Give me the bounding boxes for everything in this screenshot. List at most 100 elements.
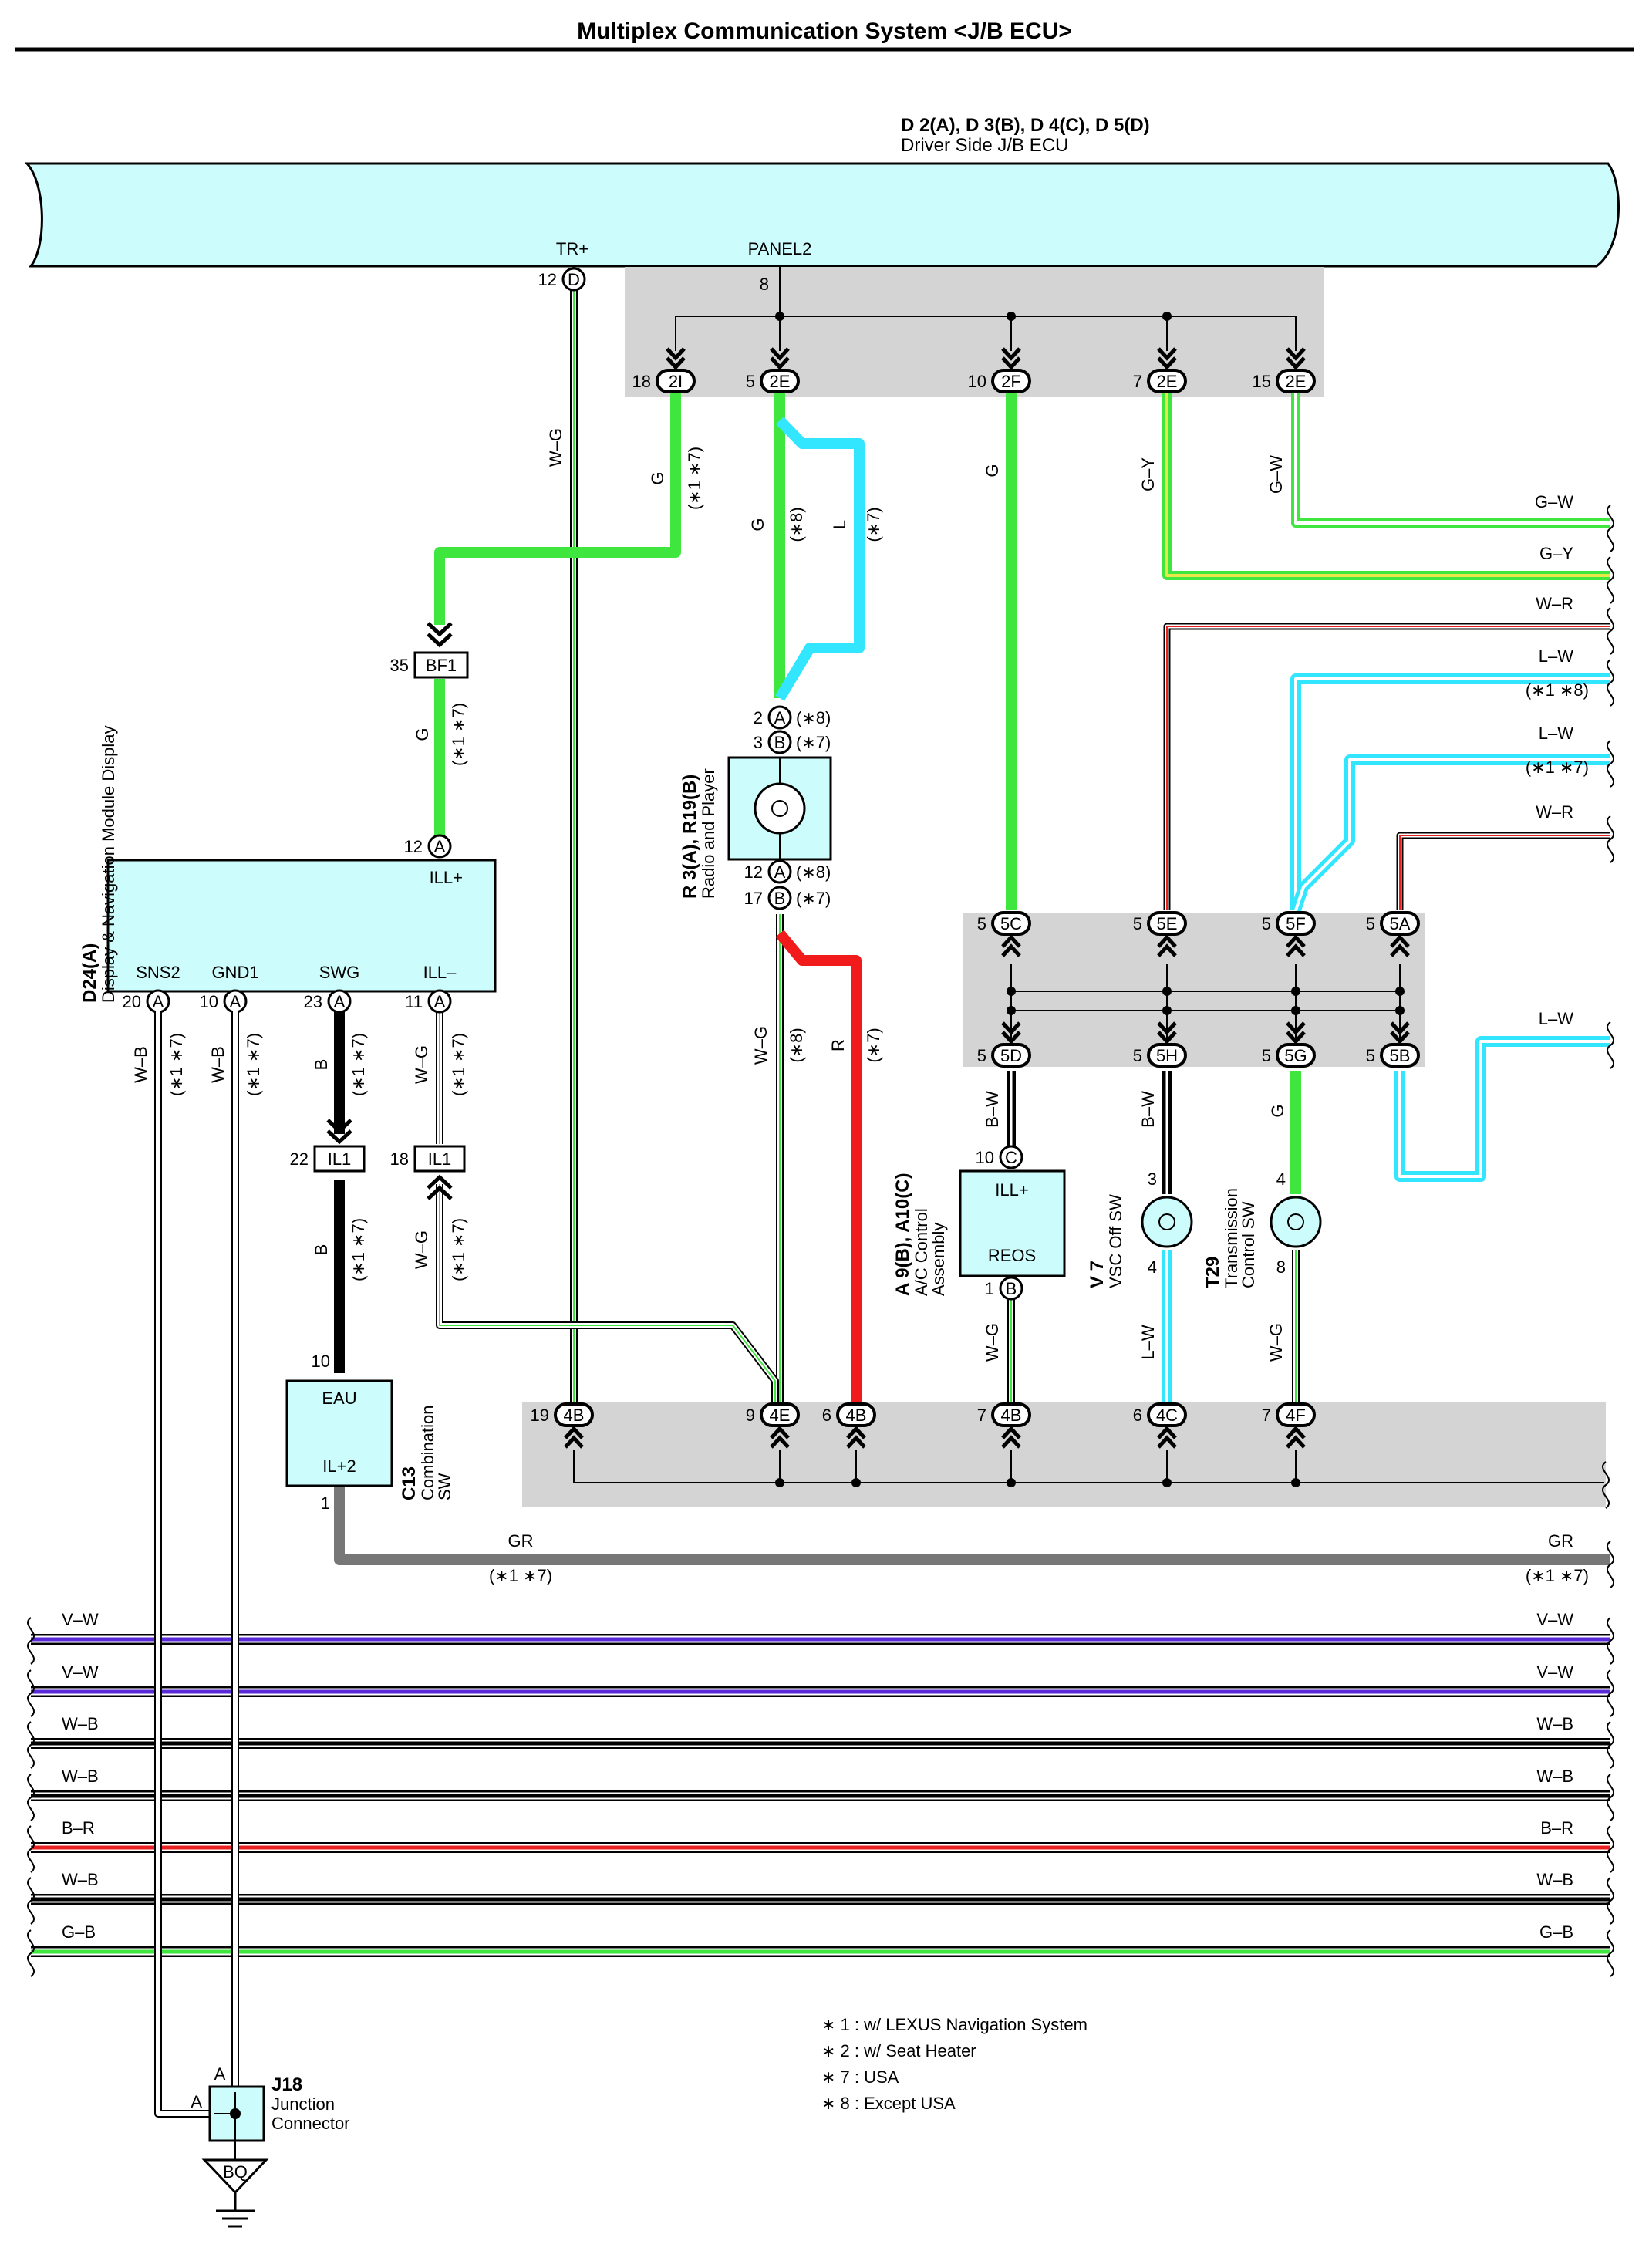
right-wire-label-0: G–W: [1535, 492, 1573, 511]
bus-wire-6: G–B G–B: [26, 1922, 1615, 1977]
vsc-pin-top: 3: [1148, 1169, 1157, 1189]
display-pin-2: A23: [304, 989, 352, 1014]
lbl-l-2e: L: [830, 520, 849, 529]
bottom-terminal-2-conn: 4B: [846, 1406, 867, 1425]
mid-top-terminal-0-conn: 5C: [1000, 914, 1022, 933]
wire-lw-5f-a: [1290, 673, 1610, 910]
mid-bottom-terminal-1-pin: 5: [1133, 1046, 1142, 1065]
mid-top-terminal-2: 5F5: [1262, 911, 1316, 957]
radio-bottom-conn-0: A: [774, 862, 786, 882]
right-wire-label-2: W–R: [1536, 594, 1573, 613]
note-3: ∗ 7 : USA: [821, 2067, 899, 2087]
transmission-control-switch: 4 8 T29 Transmission Control SW: [1202, 1169, 1322, 1288]
bus-wire-label-right-4: B–R: [1540, 1818, 1573, 1838]
radio-bottom-note-0: (∗8): [796, 862, 831, 882]
mid-bottom-terminal-2-pin: 5: [1262, 1046, 1271, 1065]
junction-pin-a-left: A: [191, 2092, 202, 2111]
radio-code: R 3(A), R19(B): [679, 775, 700, 899]
wire-wg-display: [436, 1011, 779, 1402]
junction-pin-a-top: A: [214, 2064, 226, 2084]
radio-top-pin-1: B3(∗7): [754, 730, 831, 754]
mid-top-terminal-1-conn: 5E: [1157, 914, 1178, 933]
lbl-n17-swg: (∗1 ∗7): [349, 1033, 368, 1096]
combo-name: Combination: [418, 1405, 437, 1500]
ac-pin-top: 10: [976, 1148, 994, 1167]
radio-top-conn-1: B: [774, 733, 786, 752]
lbl-n17-gnd1: (∗1 ∗7): [244, 1033, 263, 1096]
display-ill-minus: ILL–: [423, 963, 457, 982]
vsc-pin-bottom: 4: [1148, 1257, 1157, 1277]
radio-bottom-note-1: (∗7): [796, 889, 831, 908]
note-2: ∗ 2 : w/ Seat Heater: [821, 2041, 976, 2060]
lbl-bw-vsc: B–W: [1138, 1091, 1158, 1128]
bottom-terminal-5-pin: 7: [1262, 1406, 1271, 1425]
mid-bottom-terminal-1-conn: 5H: [1156, 1046, 1178, 1065]
ac-name: A/C Control: [912, 1208, 931, 1296]
bus-wire-label-left-3: W–B: [62, 1767, 99, 1786]
lbl-n17-ill: (∗1 ∗7): [449, 1033, 468, 1096]
radio-pins: A2(∗8)B3(∗7)A12(∗8)B17(∗7): [744, 705, 831, 910]
lbl-n17-il1: (∗1 ∗7): [449, 1218, 468, 1281]
top-terminal-4-conn: 2E: [1286, 372, 1307, 391]
vsc-code: V 7: [1087, 1261, 1108, 1288]
lbl-wb-sns2: W–B: [131, 1046, 150, 1083]
wire-gw: [1291, 392, 1610, 528]
bus-wire-label-left-6: G–B: [62, 1922, 96, 1942]
radio-top-num-0: 2: [754, 708, 763, 727]
lbl-n8-radio: (∗8): [787, 1028, 806, 1062]
display-pin-conn-0: A: [153, 992, 164, 1011]
wire-labels: W–G G (∗1 ∗7) G (∗8) L (∗7) G G–Y G–W G …: [131, 428, 1287, 1362]
bus-wire-label-left-1: V–W: [62, 1662, 99, 1682]
bus-wire-label-left-2: W–B: [62, 1714, 99, 1733]
il1-left-name: IL1: [328, 1149, 352, 1169]
ecu-name: Driver Side J/B ECU: [901, 135, 1068, 156]
top-terminal-4-pin: 15: [1253, 372, 1271, 391]
radio-player: A2(∗8)B3(∗7)A12(∗8)B17(∗7) R 3(A), R19(B…: [679, 705, 832, 910]
lbl-n17-2i: (∗1 ∗7): [685, 447, 704, 510]
panel2-label: PANEL2: [748, 239, 812, 258]
mid-top-terminal-1-pin: 5: [1133, 914, 1142, 933]
mid-bottom-terminal-0: 5D5: [977, 1021, 1031, 1068]
mid-top-terminal-0: 5C5: [977, 911, 1031, 957]
display-pin-conn-1: A: [230, 992, 241, 1011]
right-wire-label-4: L–W: [1539, 724, 1573, 743]
bus-wire-label-right-6: G–B: [1539, 1922, 1573, 1942]
right-wire-note-4: (∗1 ∗7): [1526, 758, 1589, 777]
trans-code: T29: [1202, 1257, 1223, 1288]
display-pin-num-0: 20: [123, 992, 141, 1011]
bottom-terminal-0-conn: 4B: [564, 1406, 585, 1425]
top-terminal-3-conn: 2E: [1157, 372, 1178, 391]
mid-bottom-terminal-1: 5H 5: [1133, 1021, 1187, 1068]
wire-2i-green: [434, 392, 681, 835]
top-terminal-0-pin: 18: [632, 372, 651, 391]
bottom-terminal-3-conn: 4B: [1001, 1406, 1022, 1425]
tr-plus-terminal: D 12: [538, 267, 586, 292]
combo-il2: IL+2: [322, 1456, 356, 1476]
combo-code: C13: [399, 1466, 420, 1500]
bottom-terminal-0-pin: 19: [531, 1406, 549, 1425]
top-terminal-4: 2E 15: [1253, 347, 1316, 393]
right-wire-label-5: W–R: [1536, 802, 1573, 822]
right-wire-label-6: L–W: [1539, 1009, 1573, 1028]
junction-name: Junction: [271, 2094, 335, 2114]
bus-wire-label-left-4: B–R: [62, 1818, 95, 1838]
mid-bottom-terminal-2: 5G5: [1262, 1021, 1316, 1068]
il1-right-connector: IL1 18: [390, 1145, 466, 1200]
display-pin-num-2: 23: [304, 992, 322, 1011]
il1-right-pin: 18: [390, 1149, 409, 1169]
mid-bottom-terminal-0-conn: 5D: [1000, 1046, 1022, 1065]
lbl-r-radio: R: [828, 1039, 848, 1051]
wire-gy: [1162, 392, 1610, 580]
ac-ill-plus: ILL+: [995, 1180, 1028, 1200]
bottom-terminal-3: 4B7: [977, 1402, 1031, 1449]
ecu-box: [24, 162, 1620, 268]
bus-wire-label-right-2: W–B: [1536, 1714, 1573, 1733]
wire-wb-sns2: [154, 1011, 214, 2118]
display-sns2: SNS2: [136, 963, 180, 982]
